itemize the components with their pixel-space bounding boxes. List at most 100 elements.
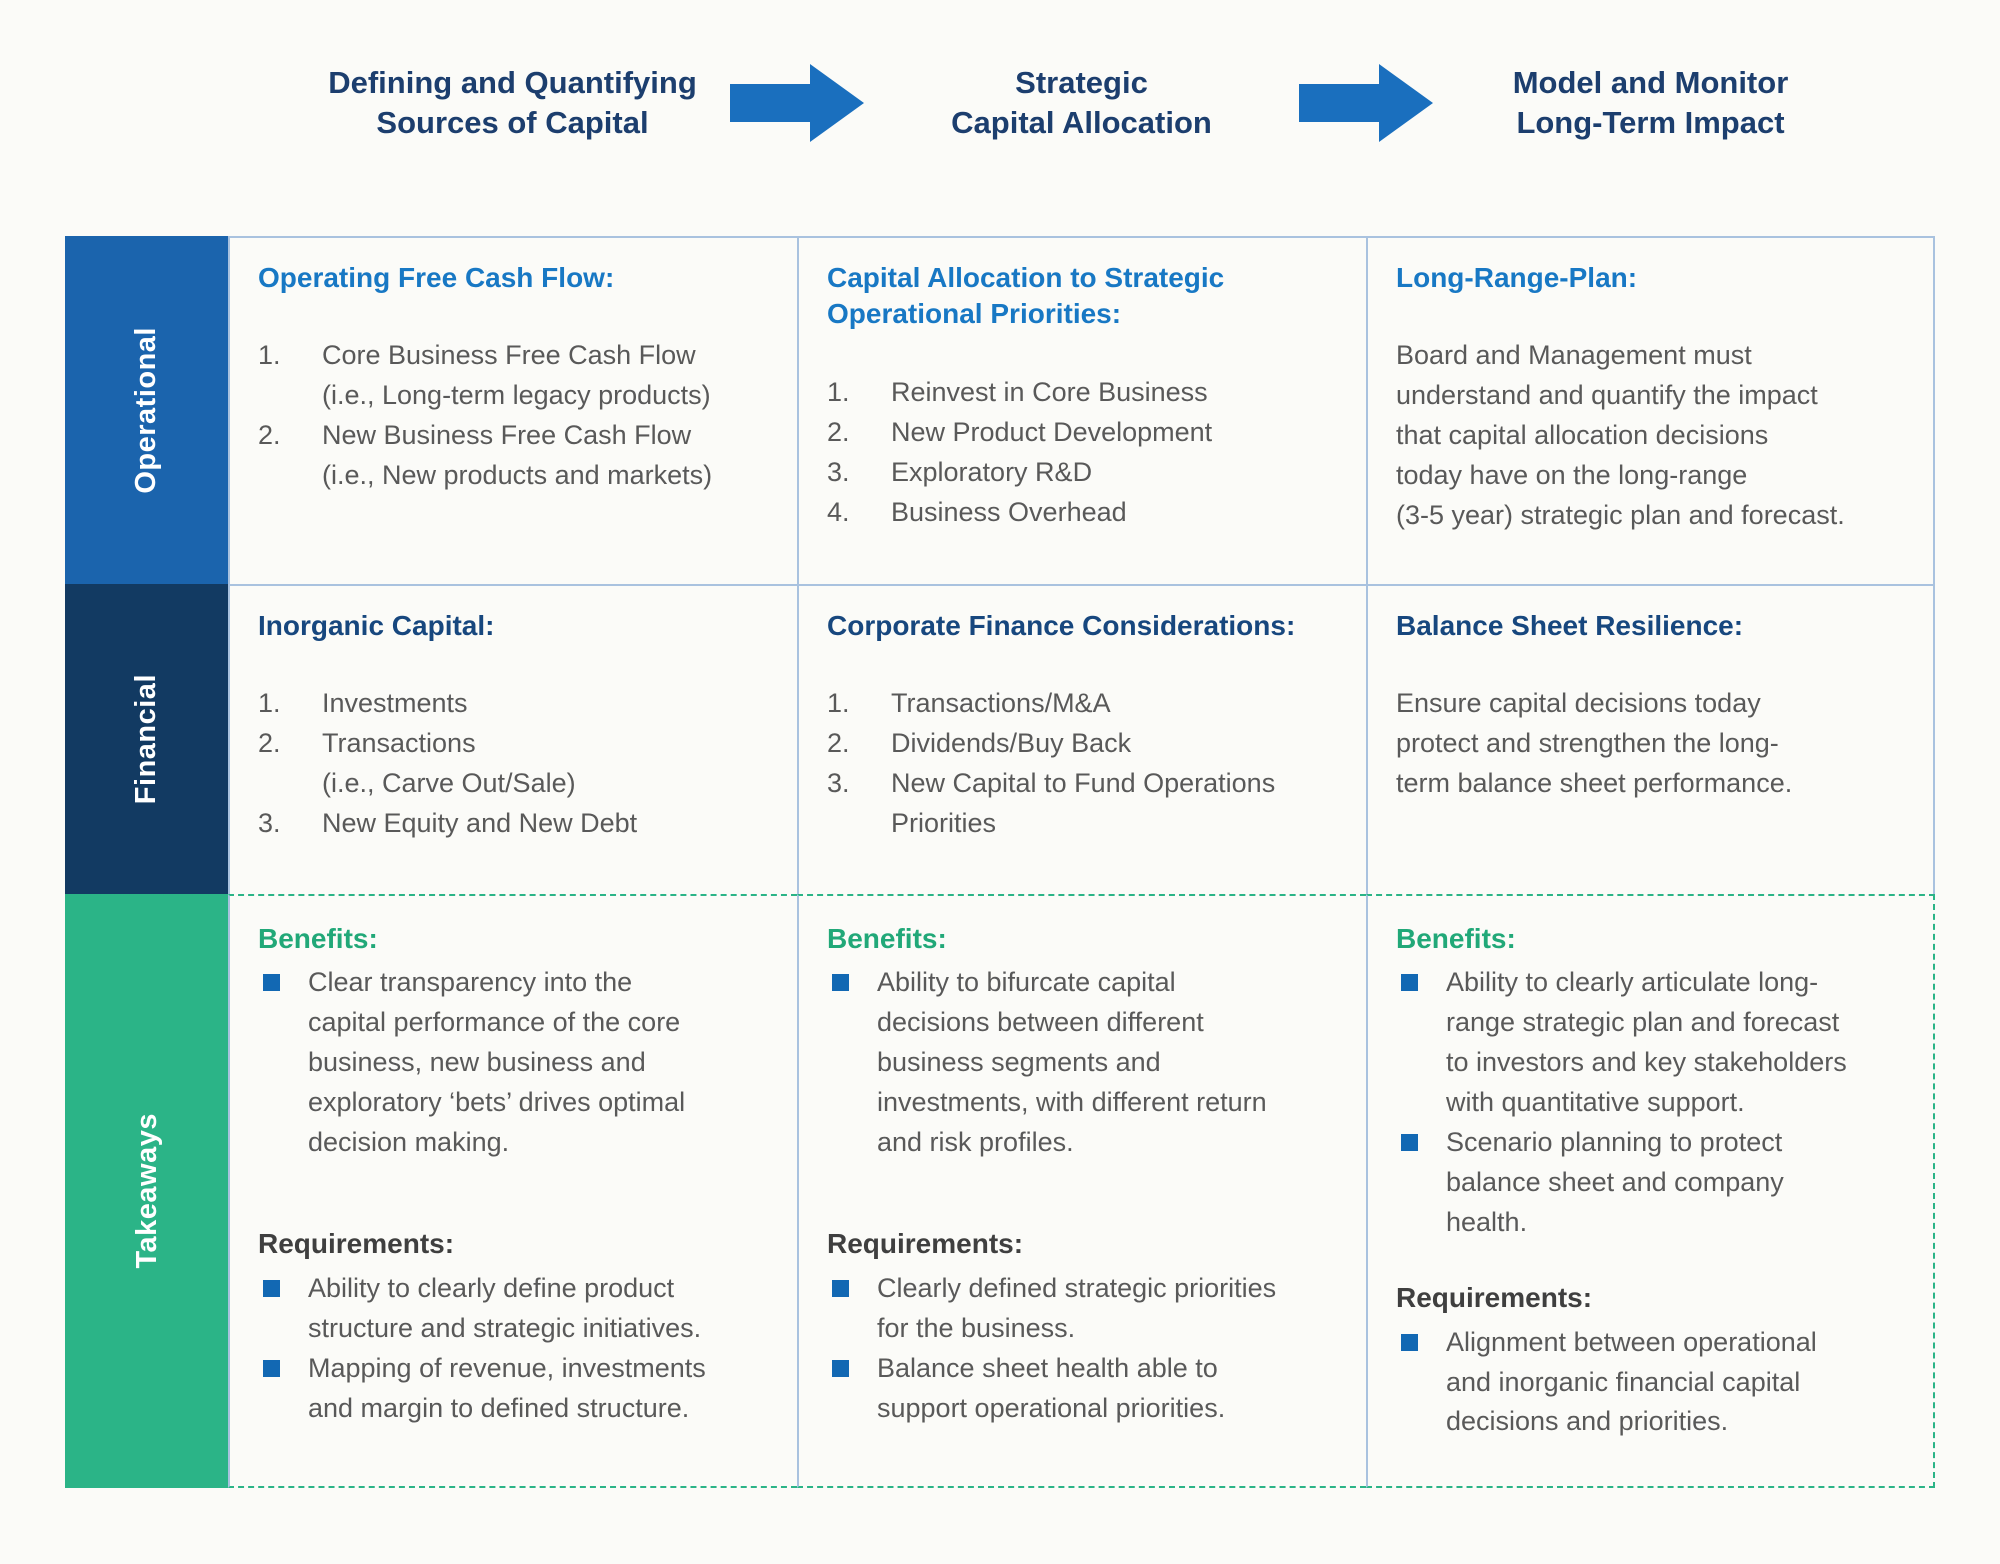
bullet-item: Ability to clearly articulate long- rang… bbox=[1396, 963, 1907, 1123]
numbered-list: 1. Core Business Free Cash Flow (i.e., L… bbox=[258, 336, 771, 496]
cell-inorganic-capital: Inorganic Capital: 1. Investments 2. Tra… bbox=[228, 584, 797, 894]
bullet-text: Clear transparency into the capital perf… bbox=[308, 967, 686, 1158]
cell-paragraph: Board and Management must understand and… bbox=[1396, 340, 1845, 531]
list-item-text: Core Business Free Cash Flow (i.e., Long… bbox=[322, 340, 711, 411]
list-item-text: Dividends/Buy Back bbox=[891, 728, 1132, 759]
row-label-financial: Financial bbox=[65, 584, 228, 894]
bullet-text: Ability to bifurcate capital decisions b… bbox=[877, 967, 1267, 1158]
square-bullet-icon bbox=[1401, 1333, 1418, 1351]
list-item: 2. Dividends/Buy Back bbox=[827, 724, 1340, 764]
list-item-number: 1. bbox=[827, 688, 850, 719]
square-bullet-icon bbox=[832, 974, 849, 992]
bullet-item: Clear transparency into the capital perf… bbox=[258, 963, 771, 1163]
bullet-text: Balance sheet health able to support ope… bbox=[877, 1352, 1226, 1423]
list-item-number: 2. bbox=[827, 416, 850, 447]
bullet-list-benefits: Ability to clearly articulate long- rang… bbox=[1396, 963, 1907, 1243]
bullet-text: Ability to clearly define product struct… bbox=[308, 1272, 702, 1343]
bullet-item: Balance sheet health able to support ope… bbox=[827, 1349, 1340, 1429]
row-label-text: Operational bbox=[130, 326, 162, 494]
requirements-block: Requirements: Clearly defined strategic … bbox=[827, 1223, 1340, 1428]
list-item: 2. New Business Free Cash Flow (i.e., Ne… bbox=[258, 416, 771, 496]
bullet-text: Ability to clearly articulate long- rang… bbox=[1446, 967, 1847, 1118]
square-bullet-icon bbox=[263, 1359, 280, 1377]
matrix-table: Operational Operating Free Cash Flow: 1.… bbox=[65, 236, 1935, 1488]
list-item: 3. New Equity and New Debt bbox=[258, 804, 771, 844]
benefits-heading: Benefits: bbox=[1396, 923, 1516, 954]
cell-heading: Capital Allocation to Strategic Operatio… bbox=[827, 262, 1225, 330]
requirements-heading: Requirements: bbox=[1396, 1282, 1593, 1314]
step-model-monitor: Model and Monitor Long-Term Impact bbox=[1299, 28, 1935, 178]
bullet-list-benefits: Clear transparency into the capital perf… bbox=[258, 963, 771, 1163]
requirements-block: Requirements: Ability to clearly define … bbox=[258, 1223, 771, 1428]
bullet-item: Ability to bifurcate capital decisions b… bbox=[827, 963, 1340, 1163]
list-item-number: 4. bbox=[827, 496, 850, 527]
list-item-text: New Capital to Fund Operations Prioritie… bbox=[891, 768, 1276, 839]
cell-corporate-finance-considerations: Corporate Finance Considerations: 1. Tra… bbox=[797, 584, 1366, 894]
list-item-number: 3. bbox=[827, 456, 850, 487]
requirements-heading: Requirements: bbox=[827, 1228, 1024, 1260]
list-item-text: New Business Free Cash Flow (i.e., New p… bbox=[322, 420, 713, 491]
cell-balance-sheet-resilience: Balance Sheet Resilience: Ensure capital… bbox=[1366, 584, 1935, 894]
right-arrow-icon bbox=[1299, 64, 1433, 142]
benefits-heading: Benefits: bbox=[827, 923, 947, 954]
bullet-list-requirements: Alignment between operational and inorga… bbox=[1396, 1323, 1907, 1443]
bullet-text: Mapping of revenue, investments and marg… bbox=[308, 1352, 706, 1423]
numbered-list: 1. Reinvest in Core Business 2. New Prod… bbox=[827, 373, 1340, 533]
cell-heading: Inorganic Capital: bbox=[258, 610, 495, 641]
list-item-text: Investments bbox=[322, 688, 468, 719]
step-title: Strategic Capital Allocation bbox=[951, 64, 1212, 140]
list-item: 3. Exploratory R&D bbox=[827, 453, 1340, 493]
list-item-text: Business Overhead bbox=[891, 496, 1127, 527]
square-bullet-icon bbox=[263, 974, 280, 992]
bullet-text: Alignment between operational and inorga… bbox=[1446, 1326, 1817, 1437]
row-label-text: Takeaways bbox=[131, 1113, 163, 1269]
step-title: Defining and Quantifying Sources of Capi… bbox=[328, 64, 697, 140]
cell-paragraph: Ensure capital decisions today protect a… bbox=[1396, 688, 1793, 799]
square-bullet-icon bbox=[1401, 974, 1418, 992]
list-item-number: 3. bbox=[258, 808, 281, 839]
list-item: 3. New Capital to Fund Operations Priori… bbox=[827, 764, 1340, 844]
list-item-text: Reinvest in Core Business bbox=[891, 376, 1208, 407]
cell-takeaways-long-term: Benefits: Ability to clearly articulate … bbox=[1366, 894, 1935, 1488]
cell-takeaways-sources: Benefits: Clear transparency into the ca… bbox=[228, 894, 797, 1488]
list-item-number: 2. bbox=[827, 728, 850, 759]
bullet-text: Scenario planning to protect balance she… bbox=[1446, 1127, 1784, 1238]
square-bullet-icon bbox=[832, 1279, 849, 1297]
list-item: 4. Business Overhead bbox=[827, 493, 1340, 533]
cell-takeaways-allocation: Benefits: Ability to bifurcate capital d… bbox=[797, 894, 1366, 1488]
cell-operating-free-cash-flow: Operating Free Cash Flow: 1. Core Busine… bbox=[228, 236, 797, 584]
requirements-heading: Requirements: bbox=[258, 1228, 455, 1260]
cell-heading: Operating Free Cash Flow: bbox=[258, 262, 615, 293]
cell-heading: Balance Sheet Resilience: bbox=[1396, 610, 1744, 641]
numbered-list: 1. Investments 2. Transactions (i.e., Ca… bbox=[258, 684, 771, 844]
list-item: 2. New Product Development bbox=[827, 413, 1340, 453]
cell-long-range-plan: Long-Range-Plan: Board and Management mu… bbox=[1366, 236, 1935, 584]
list-item: 2. Transactions (i.e., Carve Out/Sale) bbox=[258, 724, 771, 804]
list-item: 1. Reinvest in Core Business bbox=[827, 373, 1340, 413]
bullet-item: Alignment between operational and inorga… bbox=[1396, 1323, 1907, 1443]
cell-heading: Long-Range-Plan: bbox=[1396, 262, 1638, 293]
list-item-text: New Equity and New Debt bbox=[322, 808, 638, 839]
bullet-item: Ability to clearly define product struct… bbox=[258, 1269, 771, 1349]
bullet-text: Clearly defined strategic priorities for… bbox=[877, 1272, 1277, 1343]
requirements-block: Requirements: Alignment between operatio… bbox=[1396, 1277, 1907, 1442]
process-header: Defining and Quantifying Sources of Capi… bbox=[65, 28, 1935, 178]
right-arrow-icon bbox=[730, 64, 864, 142]
row-label-text: Financial bbox=[130, 673, 162, 805]
bullet-item: Clearly defined strategic priorities for… bbox=[827, 1269, 1340, 1349]
square-bullet-icon bbox=[832, 1359, 849, 1377]
list-item-number: 1. bbox=[258, 340, 281, 371]
bullet-list-requirements: Ability to clearly define product struct… bbox=[258, 1269, 771, 1429]
list-item: 1. Transactions/M&A bbox=[827, 684, 1340, 724]
list-item-number: 1. bbox=[258, 688, 281, 719]
list-item-number: 3. bbox=[827, 768, 850, 799]
list-item-text: Transactions/M&A bbox=[891, 688, 1111, 719]
square-bullet-icon bbox=[263, 1279, 280, 1297]
bullet-item: Scenario planning to protect balance she… bbox=[1396, 1123, 1907, 1243]
cell-capital-allocation-priorities: Capital Allocation to Strategic Operatio… bbox=[797, 236, 1366, 584]
bullet-list-benefits: Ability to bifurcate capital decisions b… bbox=[827, 963, 1340, 1163]
cell-heading: Corporate Finance Considerations: bbox=[827, 610, 1296, 641]
bullet-item: Mapping of revenue, investments and marg… bbox=[258, 1349, 771, 1429]
numbered-list: 1. Transactions/M&A 2. Dividends/Buy Bac… bbox=[827, 684, 1340, 844]
capital-allocation-diagram: Defining and Quantifying Sources of Capi… bbox=[65, 28, 1935, 1488]
